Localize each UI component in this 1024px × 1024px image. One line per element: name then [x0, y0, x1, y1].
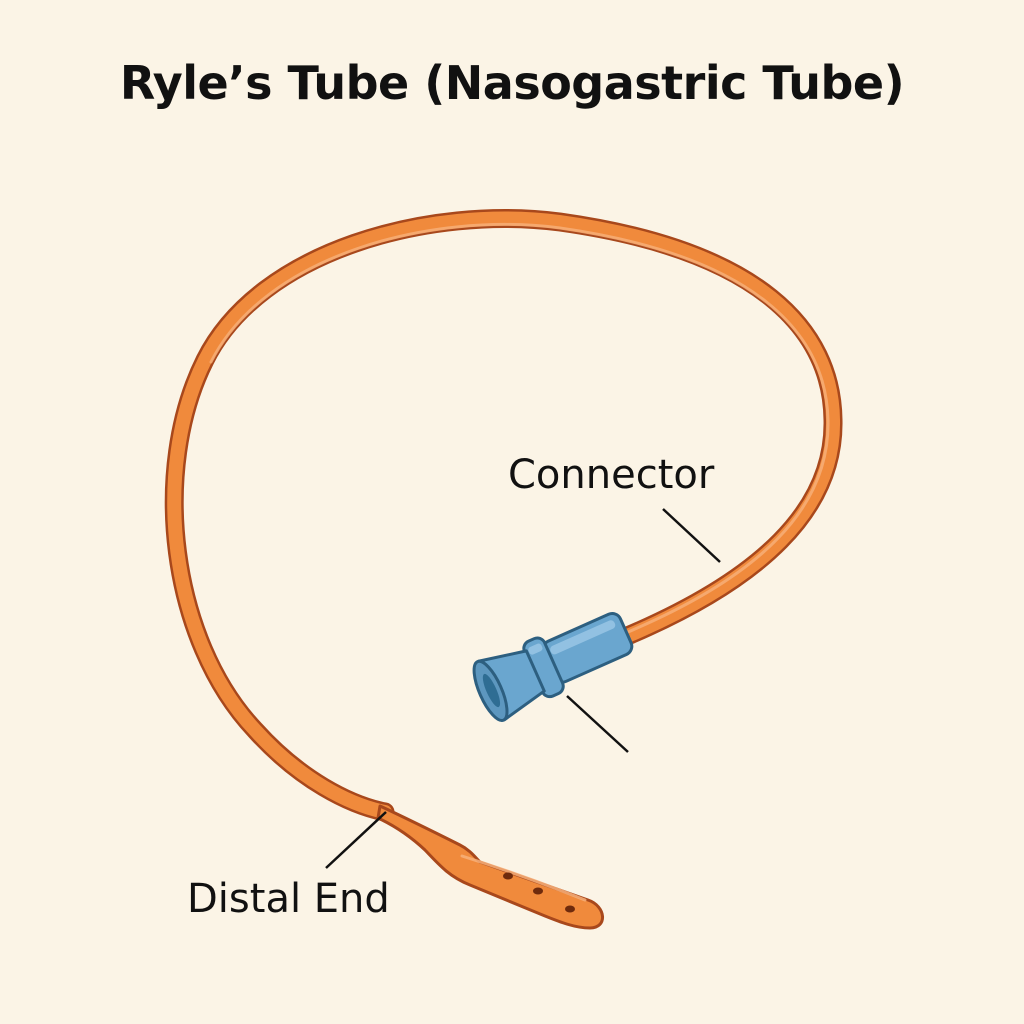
diagram-title: Ryle’s Tube (Nasogastric Tube): [119, 56, 905, 110]
distal-leader-line: [325, 811, 387, 869]
distal-end-label: Distal End: [187, 876, 390, 922]
tube-fill: [167, 211, 841, 819]
connector-pointer-line: [566, 695, 629, 753]
connector-label: Connector: [508, 452, 715, 498]
distal-tip-shape: [376, 804, 604, 930]
tube-outline: [164, 209, 843, 822]
connector: [472, 611, 634, 722]
side-eye-3: [565, 905, 575, 913]
tube-highlight: [209, 222, 830, 634]
connector-leader-line: [662, 508, 721, 563]
side-eye-2: [533, 887, 543, 895]
tube-body: [164, 209, 843, 822]
distal-tip-highlight: [460, 854, 587, 902]
side-eye-1: [503, 872, 513, 880]
distal-tip: [376, 804, 604, 930]
